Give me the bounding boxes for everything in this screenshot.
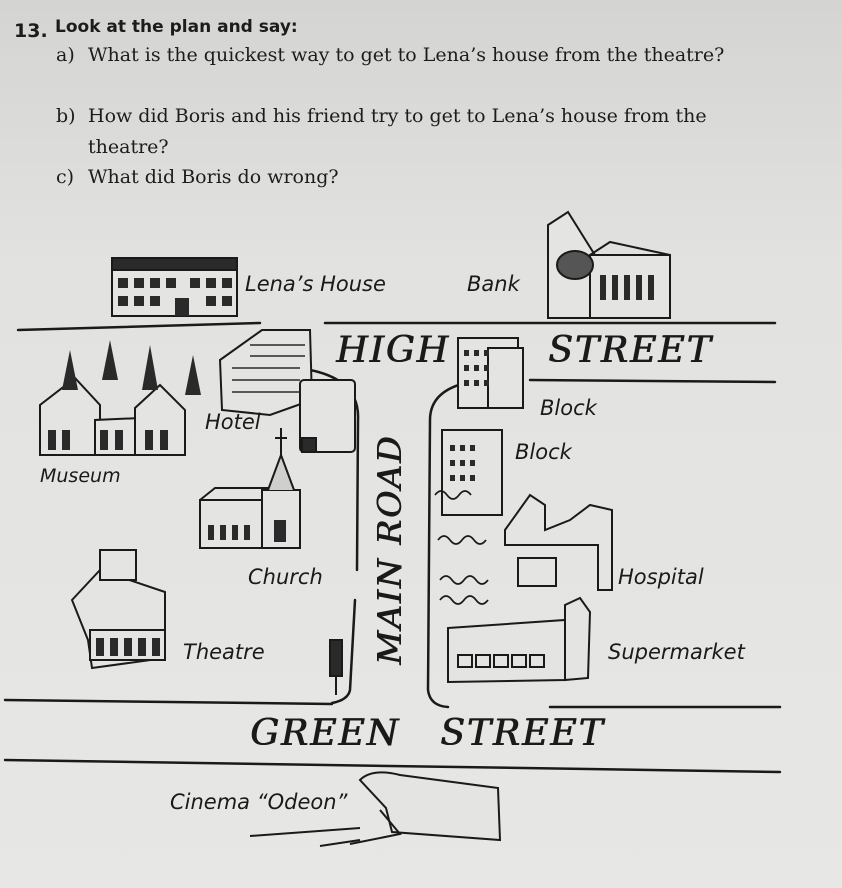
high-street-edge-south [528, 378, 777, 384]
lenas-house-drawing [111, 257, 238, 317]
church-label: Church [248, 565, 323, 589]
exercise-instruction: Look at the plan and say: [55, 17, 298, 37]
supermarket-drawing [447, 596, 592, 684]
cinema-label: Cinema “Odeon” [170, 790, 348, 814]
hospital-label: Hospital [618, 565, 704, 589]
block-label-2: Block [515, 440, 572, 464]
question-c-text: What did Boris do wrong? [88, 166, 339, 188]
exercise-number: 13. [14, 20, 48, 42]
green-street-label-1: GREEN [250, 713, 400, 754]
shrubs-drawing [434, 490, 489, 605]
theatre-label: Theatre [183, 640, 265, 664]
bank-label: Bank [467, 272, 520, 296]
green-street-label-2: STREET [440, 713, 605, 754]
museum-label: Museum [40, 465, 121, 487]
question-b-text: How did Boris and his friend try to get … [88, 105, 707, 158]
high-street-edge-north [16, 321, 777, 332]
blocks-drawing [441, 337, 524, 516]
question-b-letter: b) [56, 105, 76, 127]
supermarket-label: Supermarket [608, 640, 745, 664]
hotel-label: Hotel [205, 410, 261, 434]
church-drawing [199, 428, 301, 549]
high-street-label-1: HIGH [336, 330, 450, 371]
green-street-edge-north [3, 698, 782, 709]
question-c-letter: c) [56, 166, 75, 188]
lenas-house-label: Lena’s House [245, 272, 386, 296]
high-street-label-2: STREET [548, 330, 713, 371]
theatre-drawing [70, 549, 166, 670]
traffic-light-drawing [329, 639, 343, 695]
main-road-label: MAIN ROAD [370, 434, 409, 665]
bank-drawing [547, 210, 671, 319]
question-a-letter: a) [56, 44, 75, 66]
hospital-drawing [504, 493, 613, 591]
question-a-text: What is the quickest way to get to Lena’… [88, 44, 725, 66]
main-road-east-edge [426, 380, 472, 709]
hotel-drawing [218, 329, 356, 453]
green-street-edge-south [3, 758, 782, 774]
block-label-1: Block [540, 396, 597, 420]
cinema-drawing [249, 771, 502, 847]
museum-drawing [39, 340, 201, 456]
